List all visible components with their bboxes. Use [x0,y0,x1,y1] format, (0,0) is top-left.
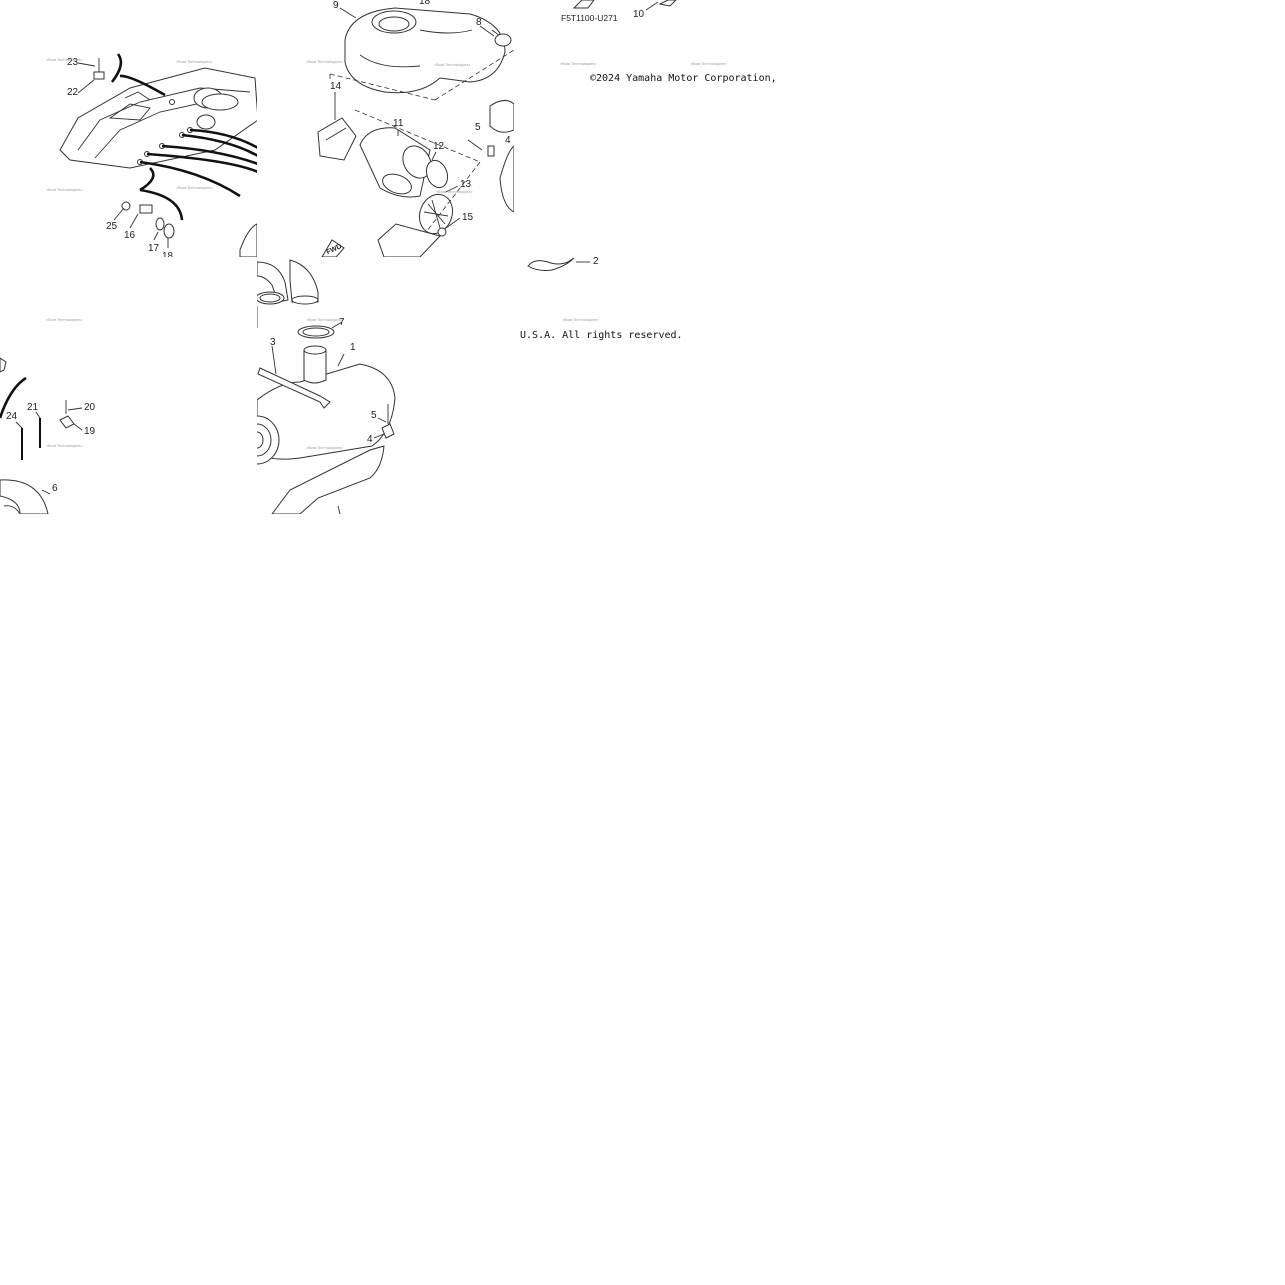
callout-19: 19 [84,426,96,437]
callout-6: 6 [52,483,58,494]
callout-22: 22 [67,87,79,98]
watermark: «Boat Technologies» [46,58,83,62]
callout-7: 7 [339,317,345,328]
callout-4: 4 [367,434,373,445]
callout-18: 18 [162,251,174,262]
muffler-assembly: 7 3 1 5 4 «Boat Technologies» «Boat Tech… [257,259,396,514]
callout-3: 3 [270,337,276,348]
watermark: «Boat Technologies» [434,63,471,67]
callout-14: 14 [330,81,342,92]
hull-part: 2 «Boat Technologies» [527,256,599,322]
watermark: «Boat Technologies» [562,318,599,322]
callout-21: 21 [27,402,39,413]
callout-23: 23 [67,57,79,68]
callout-20: 20 [84,402,96,413]
callout-13: 13 [460,179,472,190]
watercraft-overview: 23 22 25 16 17 18 «Boat Technologies» «B… [46,53,257,262]
callout-25: 25 [106,221,118,232]
watermark: «Boat Technologies» [306,318,343,322]
watermark: «Boat Technologies» [306,446,343,450]
callout-12: 12 [433,141,445,152]
callout-10: 10 [633,9,645,20]
watermark: «Boat Technologies» [176,186,213,190]
callout-5: 5 [475,122,481,133]
watermark: «Boat Technologies» [560,62,597,66]
callout-5: 5 [371,410,377,421]
watermark: «Boat Technologies» [46,444,83,448]
callout-16: 16 [124,230,136,241]
intake-assembly: FWD 9 18 8 14 11 12 13 15 5 4 «Boat Tech… [306,0,514,257]
callout-17: 17 [148,243,160,254]
callout-18: 18 [419,0,431,7]
callout-1: 1 [350,342,356,353]
callout-8: 8 [476,17,482,28]
detail-parts: F5T1100-U271 10 «Boat Technologies» «Boa… [560,0,727,66]
watermark: «Boat Technologies» [176,60,213,64]
callout-15: 15 [462,212,474,223]
copyright-line-2: U.S.A. All rights reserved. [520,330,683,341]
watermark: «Boat Technologies» [436,190,473,194]
watermark: «Boat Technologies» [46,318,83,322]
watermark: «Boat Technologies» [306,60,343,64]
callout-2: 2 [593,256,599,267]
callout-24: 24 [6,411,18,422]
callout-9: 9 [333,0,339,11]
copyright-line-1: ©2024 Yamaha Motor Corporation, [590,73,777,84]
fastener-parts: 21 20 24 19 6 «Boat Technologies» «Boat … [0,318,96,514]
callout-4: 4 [505,135,511,146]
watermark: «Boat Technologies» [690,62,727,66]
drawing-code: F5T1100-U271 [561,13,618,23]
callout-11: 11 [393,118,404,129]
watermark: «Boat Technologies» [46,188,83,192]
